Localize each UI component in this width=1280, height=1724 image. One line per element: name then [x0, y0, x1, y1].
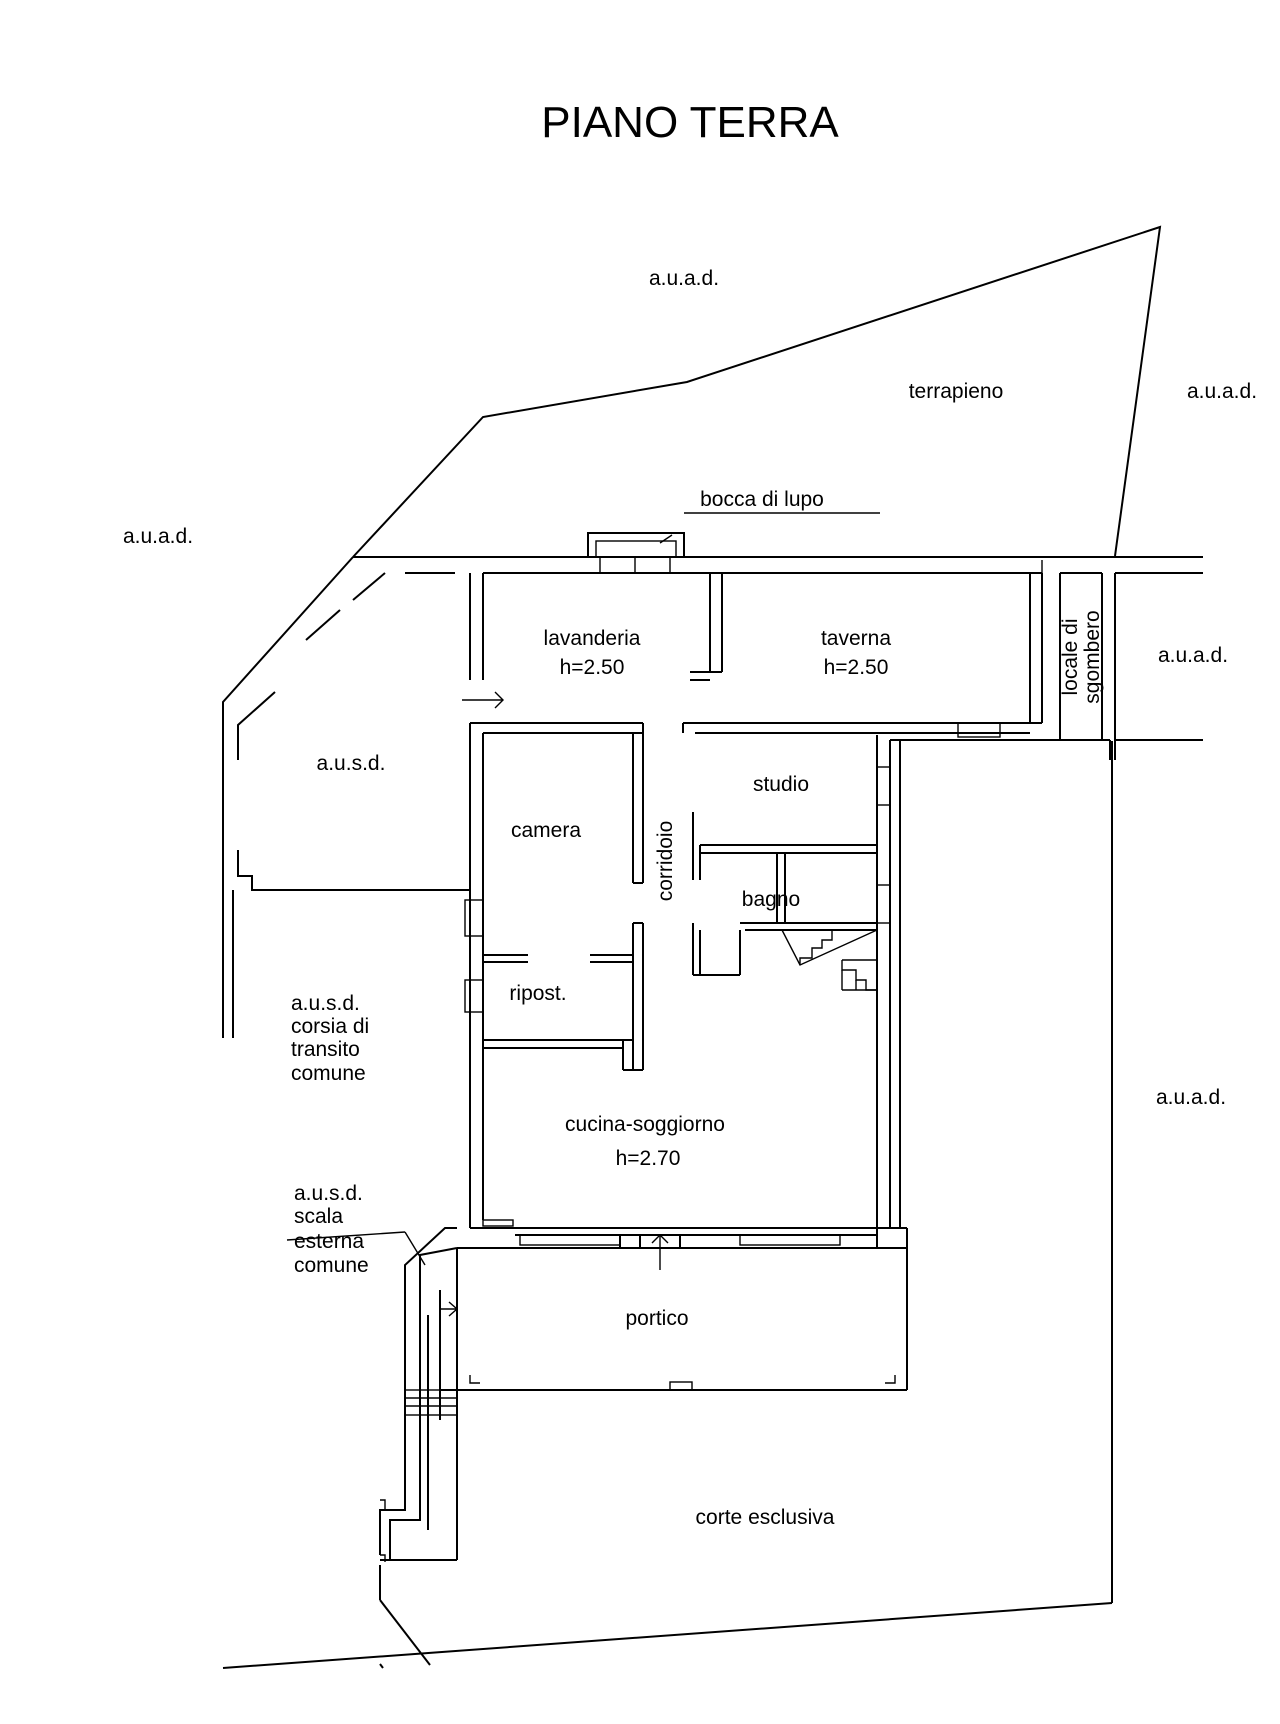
label-auad-left: a.u.a.d. [123, 525, 193, 548]
room-bagno: bagno [742, 888, 800, 911]
area-labels: a.u.a.d. terrapieno a.u.a.d. a.u.a.d. bo… [123, 267, 1257, 1529]
room-taverna: taverna [821, 627, 891, 650]
label-ausd-corsia-2: corsia di [291, 1015, 369, 1038]
room-portico: portico [625, 1307, 688, 1330]
room-studio: studio [753, 773, 809, 796]
room-corridoio: corridoio [654, 821, 677, 902]
room-lavanderia-height: h=2.50 [560, 656, 625, 679]
plan-title: PIANO TERRA [541, 98, 839, 147]
house-walls [464, 723, 1110, 1270]
label-auad-right-top: a.u.a.d. [1187, 380, 1257, 403]
site-boundary [222, 225, 1203, 1669]
label-auad-right-mid: a.u.a.d. [1158, 644, 1228, 667]
label-ausd-corsia-1: a.u.s.d. [291, 992, 360, 1015]
external-stair [286, 1227, 458, 1666]
label-auad-right-low: a.u.a.d. [1156, 1086, 1226, 1109]
room-camera: camera [511, 819, 581, 842]
ausd-boundary [232, 572, 470, 1038]
label-auad-top: a.u.a.d. [649, 267, 719, 290]
label-ausd-corsia-4: comune [291, 1062, 366, 1085]
label-ausd-scala-2: scala [294, 1205, 343, 1228]
portico-walls [440, 1247, 908, 1391]
label-ausd-scala-1: a.u.s.d. [294, 1182, 363, 1205]
upper-rooms-walls [462, 560, 1203, 760]
room-cucina-soggiorno: cucina-soggiorno [565, 1113, 725, 1136]
room-labels: lavanderia h=2.50 taverna h=2.50 locale … [509, 610, 1104, 1330]
label-ausd-scala-4: comune [294, 1254, 369, 1277]
label-ausd-scala-3: esterna [294, 1230, 364, 1253]
room-locale-line1: locale di [1059, 618, 1082, 695]
label-bocca-di-lupo: bocca di lupo [700, 488, 824, 511]
label-ausd-top: a.u.s.d. [317, 752, 386, 775]
room-cucina-height: h=2.70 [616, 1147, 681, 1170]
room-ripost: ripost. [509, 982, 566, 1005]
room-locale-line2: sgombero [1081, 610, 1104, 703]
room-lavanderia: lavanderia [544, 627, 641, 650]
room-taverna-height: h=2.50 [824, 656, 889, 679]
label-terrapieno: terrapieno [909, 380, 1004, 403]
label-ausd-corsia-3: transito [291, 1038, 360, 1061]
bocca-di-lupo [587, 512, 880, 574]
label-corte-esclusiva: corte esclusiva [696, 1506, 835, 1529]
